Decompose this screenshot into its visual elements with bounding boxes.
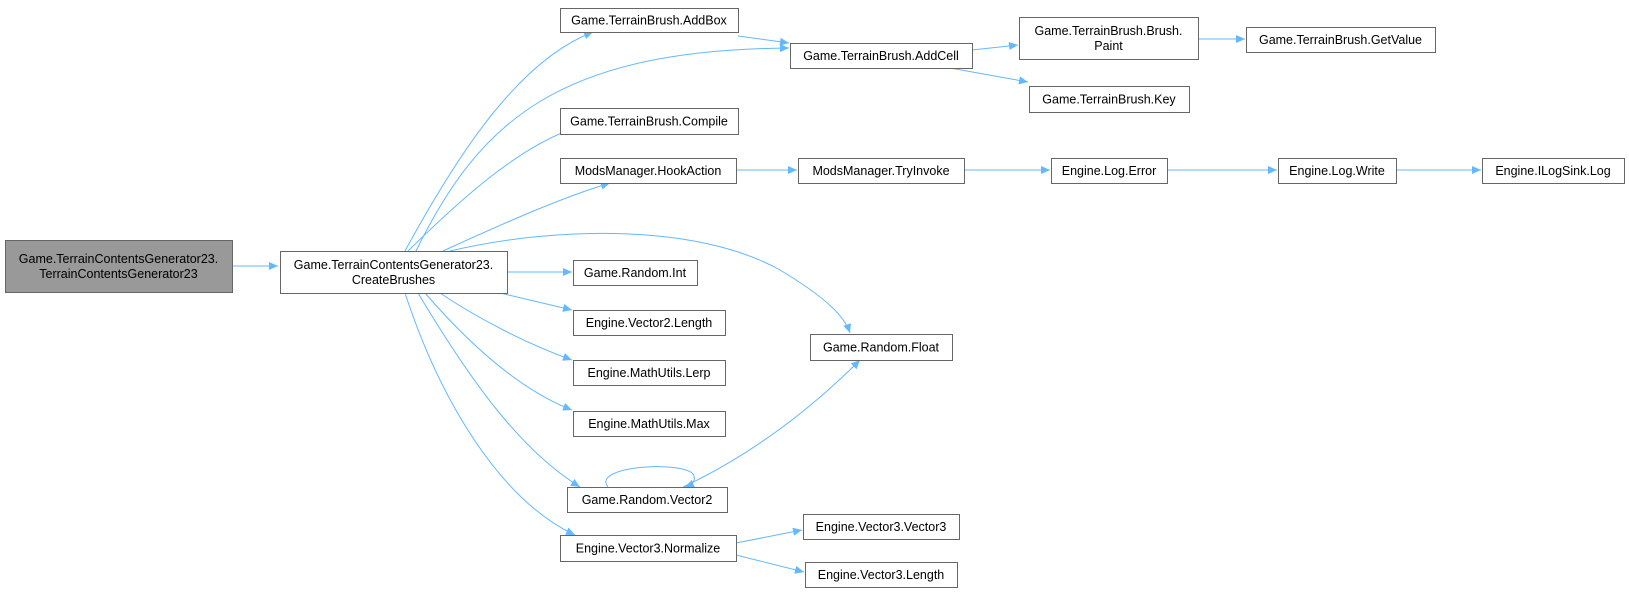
node-randint[interactable]: Game.Random.Int [573, 260, 698, 286]
node-normalize[interactable]: Engine.Vector3.Normalize [560, 535, 737, 562]
node-label: Engine.Log.Write [1289, 164, 1385, 178]
node-label: Engine.Vector2.Length [586, 316, 713, 330]
node-root[interactable]: Game.TerrainContentsGenerator23.TerrainC… [5, 240, 233, 293]
edge-addcell-to-paint [971, 41, 1019, 51]
node-label: Game.TerrainContentsGenerator23. [19, 252, 218, 266]
node-box [560, 108, 739, 135]
node-cb[interactable]: Game.TerrainContentsGenerator23.CreateBr… [280, 251, 508, 294]
node-box [790, 43, 973, 69]
node-label: Engine.ILogSink.Log [1495, 164, 1610, 178]
node-box [560, 535, 737, 562]
edge-cb-to-normalize [404, 292, 576, 536]
node-label: Paint [1094, 39, 1123, 53]
edge-addcell-to-key [949, 67, 1029, 85]
edge-randv2-to-randfloat [682, 359, 861, 488]
edge-cb-to-lerp [439, 292, 573, 361]
node-box [280, 251, 508, 294]
node-box [567, 487, 728, 513]
edge-cb-to-addbox [404, 31, 594, 252]
node-box [573, 360, 726, 386]
node-box [1051, 158, 1168, 184]
edge-cb-to-hook [442, 181, 611, 252]
node-box [1278, 158, 1397, 184]
node-box [1246, 27, 1436, 53]
node-label: Game.TerrainBrush.AddBox [571, 14, 727, 28]
node-box [805, 562, 958, 588]
node-logwrite[interactable]: Engine.Log.Write [1278, 158, 1397, 184]
node-box [1019, 17, 1199, 60]
edge-cb-to-randv2 [417, 292, 581, 488]
node-box [1482, 158, 1625, 184]
edge-cb-to-compile [407, 125, 579, 252]
node-compile[interactable]: Game.TerrainBrush.Compile [560, 108, 739, 135]
edge-cb-to-randfloat [449, 232, 851, 334]
node-box [573, 411, 726, 437]
edge-addbox-to-addcell [737, 35, 790, 46]
node-label: Game.Random.Vector2 [582, 493, 713, 507]
edge-cb-to-v2len [499, 292, 573, 312]
node-label: ModsManager.TryInvoke [812, 164, 949, 178]
node-label: Game.Random.Float [823, 341, 940, 355]
node-addcell[interactable]: Game.TerrainBrush.AddCell [790, 43, 973, 69]
node-label: Game.TerrainBrush.AddCell [803, 49, 959, 63]
node-label: ModsManager.HookAction [575, 164, 722, 178]
node-paint[interactable]: Game.TerrainBrush.Brush.Paint [1019, 17, 1199, 60]
edge-normalize-to-v3v3 [735, 527, 803, 544]
node-label: Game.Random.Int [584, 266, 687, 280]
node-label: Game.TerrainBrush.GetValue [1259, 33, 1422, 47]
node-box [573, 310, 726, 336]
node-randv2[interactable]: Game.Random.Vector2 [567, 487, 728, 513]
node-sinklog[interactable]: Engine.ILogSink.Log [1482, 158, 1625, 184]
node-box [573, 260, 698, 286]
node-box [560, 8, 739, 33]
nodes-layer: Game.TerrainContentsGenerator23.TerrainC… [5, 8, 1625, 588]
node-label: Game.TerrainBrush.Key [1042, 93, 1176, 107]
node-box [1029, 86, 1190, 113]
node-v2len[interactable]: Engine.Vector2.Length [573, 310, 726, 336]
node-v3len[interactable]: Engine.Vector3.Length [805, 562, 958, 588]
node-addbox[interactable]: Game.TerrainBrush.AddBox [560, 8, 739, 33]
node-label: Engine.Vector3.Vector3 [816, 520, 947, 534]
node-label: Game.TerrainBrush.Compile [570, 115, 728, 129]
edge-cb-to-max [424, 292, 573, 411]
node-label: CreateBrushes [352, 273, 435, 287]
node-max[interactable]: Engine.MathUtils.Max [573, 411, 726, 437]
node-v3v3[interactable]: Engine.Vector3.Vector3 [803, 514, 960, 540]
node-label: Engine.Vector3.Normalize [576, 542, 721, 556]
node-label: Game.TerrainBrush.Brush. [1035, 24, 1183, 38]
node-lerp[interactable]: Engine.MathUtils.Lerp [573, 360, 726, 386]
edge-cb-to-addcell [415, 44, 790, 252]
node-box [798, 158, 965, 184]
node-label: Engine.Log.Error [1062, 164, 1157, 178]
node-label: Engine.MathUtils.Lerp [588, 366, 711, 380]
node-hook[interactable]: ModsManager.HookAction [560, 158, 737, 184]
node-tryinvoke[interactable]: ModsManager.TryInvoke [798, 158, 965, 184]
node-box [803, 514, 960, 540]
node-label: Engine.Vector3.Length [818, 568, 945, 582]
node-box [810, 334, 953, 361]
node-logerror[interactable]: Engine.Log.Error [1051, 158, 1168, 184]
edge-randv2-to-randv2 [605, 466, 695, 488]
edge-normalize-to-v3len [735, 554, 805, 574]
node-label: Game.TerrainContentsGenerator23. [294, 258, 493, 272]
node-getvalue[interactable]: Game.TerrainBrush.GetValue [1246, 27, 1436, 53]
node-label: TerrainContentsGenerator23 [39, 267, 197, 281]
node-box [5, 240, 233, 293]
node-box [560, 158, 737, 184]
edges-layer [232, 31, 1481, 574]
node-randfloat[interactable]: Game.Random.Float [810, 334, 953, 361]
node-key[interactable]: Game.TerrainBrush.Key [1029, 86, 1190, 113]
node-label: Engine.MathUtils.Max [588, 417, 710, 431]
